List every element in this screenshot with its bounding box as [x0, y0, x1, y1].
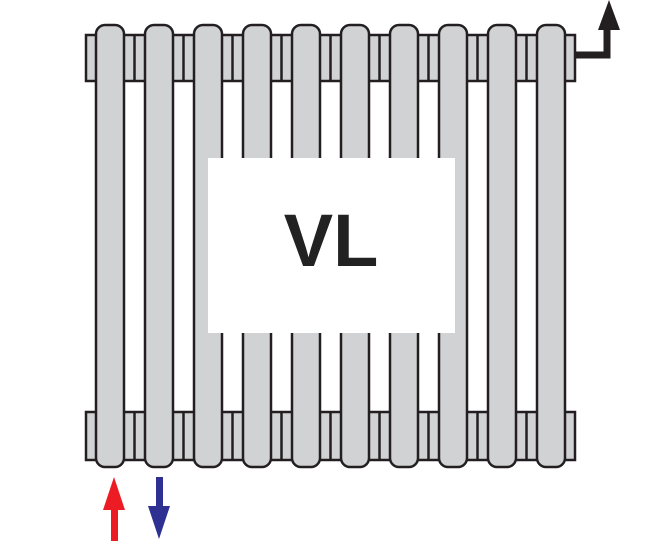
outlet-arrow	[575, 0, 620, 59]
radiator-column	[143, 23, 175, 469]
model-label: VL	[284, 199, 379, 282]
radiator-column	[486, 23, 518, 469]
radiator-column	[535, 23, 567, 469]
radiator-column	[94, 23, 126, 469]
return-arrow-down	[148, 477, 170, 539]
supply-arrow-up	[103, 477, 125, 541]
label-panel	[208, 158, 455, 333]
